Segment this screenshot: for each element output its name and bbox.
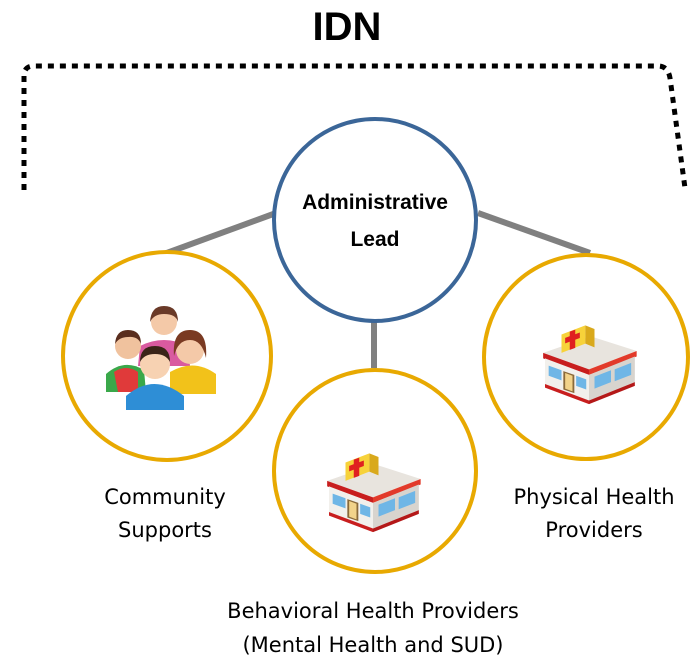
administrative-lead-circle	[272, 117, 478, 323]
people-group-icon	[106, 306, 216, 410]
administrative-lead-line2: Lead	[350, 228, 399, 251]
diagram-title: IDN	[313, 5, 382, 49]
behavioral-health-label-line1: Behavioral Health Providers	[227, 599, 519, 623]
connector-lead-community	[162, 210, 278, 257]
physical-health-label-line2: Providers	[545, 518, 642, 542]
community-supports-label-line1: Community	[104, 485, 226, 509]
physical-health-label-line1: Physical Health	[513, 485, 674, 509]
administrative-lead-line1: Administrative	[302, 191, 448, 214]
behavioral-health-label-line2: (Mental Health and SUD)	[242, 633, 503, 657]
community-supports-label-line2: Supports	[118, 518, 212, 542]
connector-lead-physical	[476, 210, 592, 256]
